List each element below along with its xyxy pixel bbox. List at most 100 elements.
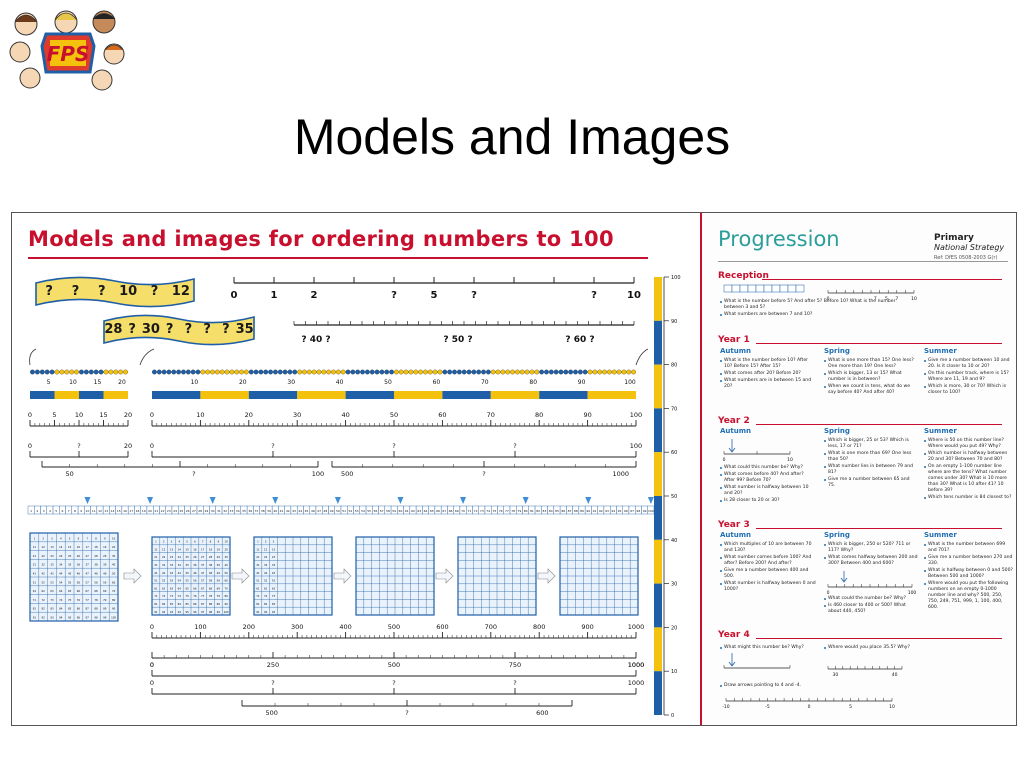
- hundred-square-main-number: 4: [60, 536, 62, 540]
- hundred-square-1-number: 20: [224, 547, 228, 551]
- bead-string-100-bead: [607, 369, 612, 375]
- year2-rule: [756, 424, 1002, 425]
- number-track-number: 61: [405, 509, 409, 513]
- bead-string-100-bead: [587, 369, 593, 375]
- bead-string-20-bead: [103, 369, 109, 375]
- bead-string-100-bead: [384, 369, 390, 375]
- year2-spring-heading: Spring: [824, 427, 850, 435]
- number-line-0-100-label: 90: [583, 411, 591, 419]
- hundred-square-2-number: 13: [272, 547, 276, 551]
- year1-autumn-question: What is the number before 10? After 10? …: [720, 358, 816, 370]
- bead-string-20-bead: [83, 369, 89, 375]
- number-track-number: 28: [198, 509, 202, 513]
- bead-100-label: 20: [239, 379, 247, 386]
- number-track-number: 40: [273, 509, 277, 513]
- hundred-square-main-number: 9: [104, 536, 106, 540]
- bead-string-100-bead: [379, 369, 385, 375]
- hundred-square-main-number: 52: [42, 580, 46, 584]
- number-track-number: 29: [204, 509, 208, 513]
- bead-string-100-bead: [345, 369, 351, 375]
- bead-20-label: 15: [94, 379, 102, 386]
- number-track-number: 62: [411, 509, 415, 513]
- hundred-square-2-number: 83: [272, 602, 276, 606]
- number-line-0-10-label: 10: [627, 290, 641, 301]
- number-line-0-1000-label: 200: [243, 623, 255, 631]
- ribbon-banner-tens-label: ?: [222, 322, 230, 337]
- bead-string-100-bead: [195, 369, 201, 375]
- number-track-number: 7: [68, 509, 70, 513]
- hundred-square-main-number: 62: [42, 589, 46, 593]
- number-line-0-1000-plain-label: 0: [150, 661, 154, 669]
- hundred-square-main-number: 68: [94, 589, 98, 593]
- number-track-number: 4: [49, 509, 51, 513]
- year2-spring-question: Give me a number between 65 and 75.: [824, 477, 918, 489]
- number-line-quarters-label: 500: [388, 661, 400, 669]
- number-track-number: 36: [248, 509, 252, 513]
- panel-divider: [700, 213, 702, 725]
- hundred-square-main-number: 90: [112, 607, 116, 611]
- year2-summer-heading: Summer: [924, 427, 957, 435]
- number-track-number: 26: [186, 509, 190, 513]
- hundred-square-1-number: 87: [201, 602, 205, 606]
- hundred-square-main-number: 23: [50, 554, 54, 558]
- colour-strip-100: [345, 391, 394, 399]
- year2-autumn-heading: Autumn: [720, 427, 752, 435]
- bead-string-100-bead: [229, 369, 235, 375]
- bead-string-100-bead: [326, 369, 332, 375]
- bead-string-100-bead: [200, 369, 206, 375]
- hundred-square-main-number: 89: [103, 607, 107, 611]
- bead-string-20-bead: [59, 369, 65, 375]
- year2-spring-question: What number lies in between 79 and 81?: [824, 464, 918, 476]
- bead-string-100-bead: [185, 369, 191, 375]
- colour-strip-20: [79, 391, 104, 399]
- year2-spring-question: Which is bigger, 25 or 53? Which is less…: [824, 438, 918, 450]
- year3-spring-question: Is 460 closer to 400 or 500? What about …: [824, 603, 918, 615]
- hundred-square-main-number: 72: [42, 598, 46, 602]
- number-line-0-1000-label: 800: [533, 623, 545, 631]
- year3-summer-question: What is halfway between 0 and 500? Betwe…: [924, 568, 1014, 580]
- year3-arrow-icon: [840, 571, 848, 583]
- hundred-square-2-number: 72: [264, 594, 268, 598]
- hundred-square-1-number: 33: [170, 563, 174, 567]
- number-track-number: 3: [43, 509, 45, 513]
- bead-string-100-bead: [408, 369, 414, 375]
- bead-100-label: 80: [529, 379, 537, 386]
- bead-string-100-bead: [432, 369, 438, 375]
- vertical-scale-label: 40: [671, 538, 677, 544]
- year2-summer-question: Which tens number is 84 closest to?: [924, 495, 1014, 501]
- bead-string-100-bead: [190, 369, 196, 375]
- year4-decimal-line-label: 30: [833, 672, 839, 678]
- hundred-square-1-number: 41: [154, 571, 158, 575]
- colour-strip-100: [297, 391, 346, 399]
- number-line-0-20-label: 5: [52, 411, 56, 419]
- hundred-square-1-number: 89: [217, 602, 221, 606]
- models-panel: Models and images for ordering numbers t…: [12, 213, 700, 725]
- bead-string-100-bead: [539, 369, 544, 375]
- hundred-square-1-number: 56: [193, 579, 197, 583]
- number-track-number: 8: [74, 509, 76, 513]
- bead-string-20-bead: [93, 369, 99, 375]
- hundred-square-1-number: 60: [224, 579, 228, 583]
- bead-string-100-bead: [273, 369, 278, 375]
- bead-string-100-bead: [205, 369, 211, 375]
- hundred-square-1-number: 62: [162, 586, 166, 590]
- hundred-square-1-number: 47: [201, 571, 205, 575]
- year3-spring-question: What comes halfway between 200 and 300? …: [824, 555, 918, 567]
- number-track-number: 53: [355, 509, 359, 513]
- bead-string-20-bead: [64, 369, 70, 375]
- hundred-square-1-number: 36: [193, 563, 197, 567]
- hundred-square-main-number: 75: [68, 598, 72, 602]
- hundred-square-1-number: 94: [178, 610, 182, 614]
- reception-track-cell: [723, 284, 733, 293]
- number-track-number: 31: [217, 509, 221, 513]
- vertical-colour-scale: [654, 583, 662, 628]
- half-line-left-label: 50: [65, 470, 73, 478]
- hundred-square-main-number: 14: [59, 545, 63, 549]
- hundred-square-main-number: 57: [86, 580, 90, 584]
- number-line-0-1000-label: 0: [150, 623, 154, 631]
- ribbon-banner-ones-label: ?: [98, 284, 106, 299]
- track-marker: [272, 497, 279, 504]
- bead-100-label: 30: [287, 379, 295, 386]
- hundred-square-main-number: 17: [86, 545, 90, 549]
- number-line-quarters-label: 0: [150, 661, 154, 669]
